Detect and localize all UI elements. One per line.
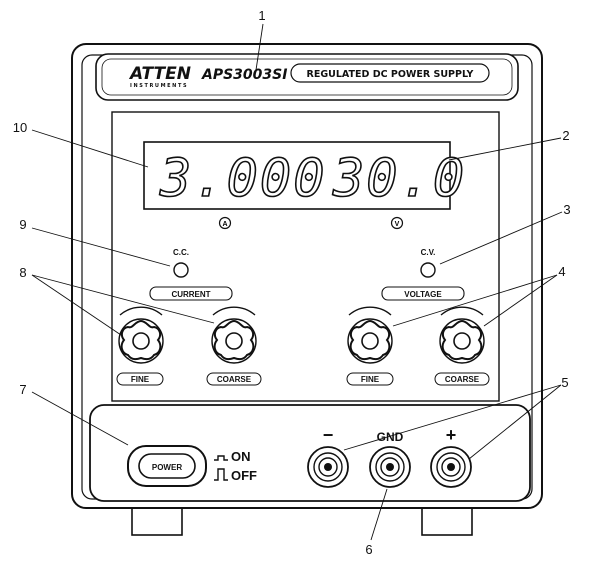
power-button-label: POWER	[152, 463, 182, 472]
callout-3: 3	[563, 202, 570, 217]
minus-label: −	[323, 425, 334, 445]
voltage-label: VOLTAGE	[404, 290, 442, 299]
negative-terminal[interactable]	[307, 446, 349, 488]
voltage-fine-label: FINE	[361, 375, 380, 384]
ampere-unit: A	[222, 221, 227, 228]
brand-subtitle: INSTRUMENTS	[130, 83, 188, 89]
volt-unit: V	[395, 221, 400, 228]
callout-9: 9	[19, 217, 26, 232]
callout-5: 5	[561, 375, 568, 390]
callout-1: 1	[258, 8, 265, 23]
voltage-fine-label-box	[346, 372, 394, 386]
voltage-coarse-label-box	[434, 372, 490, 386]
current-coarse-label: COARSE	[217, 375, 252, 384]
header-strip-inner	[101, 58, 513, 96]
display-window	[143, 141, 451, 210]
voltage-label-box	[381, 286, 465, 301]
positive-terminal[interactable]	[430, 446, 472, 488]
current-readout: 3.000	[159, 149, 327, 209]
current-label-box	[149, 286, 233, 301]
power-button[interactable]	[138, 453, 196, 479]
cv-label: C.V.	[421, 248, 436, 257]
callout-10: 10	[13, 120, 27, 135]
callout-7: 7	[19, 382, 26, 397]
plus-label: +	[446, 425, 457, 445]
on-state-icon	[214, 455, 228, 461]
description-box	[290, 63, 490, 83]
callout-4: 4	[558, 264, 565, 279]
voltage-readout: 30.0	[332, 149, 466, 209]
voltage-coarse-label: COARSE	[445, 375, 480, 384]
callout-8: 8	[19, 265, 26, 280]
current-label: CURRENT	[171, 290, 210, 299]
current-fine-label: FINE	[131, 375, 150, 384]
cv-led	[420, 262, 436, 278]
callout-2: 2	[562, 128, 569, 143]
model-description: REGULATED DC POWER SUPPLY	[307, 69, 474, 80]
cc-led	[173, 262, 189, 278]
brand-logo: ATTEN	[128, 64, 191, 84]
ampere-badge	[218, 216, 232, 230]
current-coarse-label-box	[206, 372, 262, 386]
current-fine-label-box	[116, 372, 164, 386]
off-state-icon	[214, 468, 228, 481]
model-name: APS3003SI	[201, 67, 287, 83]
callout-leaders	[31, 23, 563, 541]
cc-label: C.C.	[173, 248, 189, 257]
volt-badge	[390, 216, 404, 230]
on-label: ON	[231, 449, 251, 464]
off-label: OFF	[231, 468, 257, 483]
callout-6: 6	[365, 542, 372, 557]
gnd-label: GND	[377, 430, 404, 444]
ground-terminal[interactable]	[369, 446, 411, 488]
